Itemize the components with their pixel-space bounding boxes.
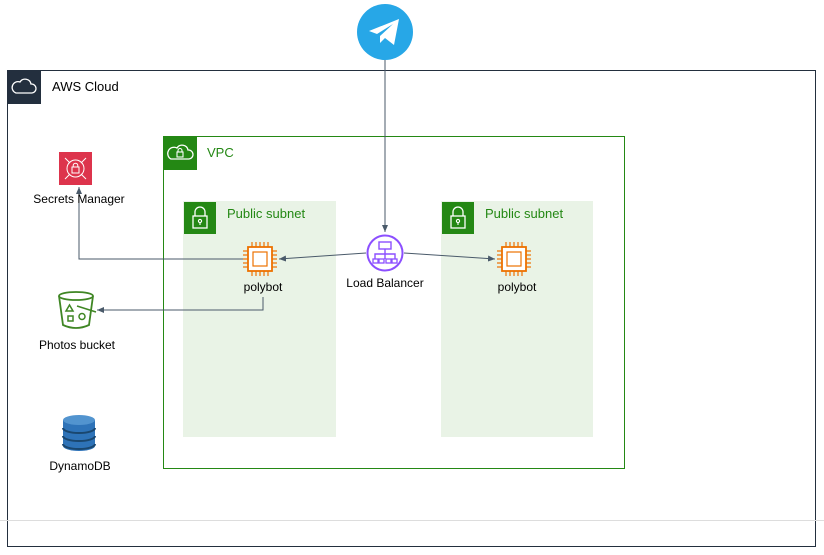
secrets-manager-label: Secrets Manager xyxy=(33,192,125,206)
public-subnet-right xyxy=(441,201,593,437)
edge-polybot-to-secrets xyxy=(76,187,243,260)
load-balancer-node xyxy=(366,234,404,272)
bucket-icon xyxy=(58,291,97,329)
subnet-title-right: Public subnet xyxy=(485,206,564,221)
cloud-lock-icon xyxy=(167,144,194,160)
telegram-node xyxy=(357,4,413,60)
edge-lb-to-polybot-left xyxy=(278,252,367,262)
polybot-left-node xyxy=(243,242,277,276)
secrets-manager-node xyxy=(59,152,92,185)
aws-cloud-badge xyxy=(7,70,41,104)
aws-cloud-group xyxy=(7,70,816,547)
vpc-badge xyxy=(163,136,197,170)
chip-icon xyxy=(243,242,277,276)
aws-cloud-title: AWS Cloud xyxy=(52,79,119,94)
polybot-right-node xyxy=(497,242,531,276)
edge-polybot-to-bucket xyxy=(97,297,264,313)
chip-icon xyxy=(497,242,531,276)
load-balancer-icon xyxy=(366,234,404,272)
vpc-group xyxy=(163,136,625,469)
photos-bucket-label: Photos bucket xyxy=(38,338,116,352)
polybot-left-label: polybot xyxy=(243,280,283,294)
vpc-title: VPC xyxy=(207,145,234,160)
divider xyxy=(0,520,824,521)
dynamodb-label: DynamoDB xyxy=(49,459,111,473)
public-subnet-left xyxy=(183,201,336,437)
lock-icon xyxy=(192,206,208,229)
lock-icon xyxy=(450,206,466,229)
telegram-icon xyxy=(357,4,413,60)
cloud-icon xyxy=(11,78,37,94)
secrets-manager-icon xyxy=(59,152,92,185)
database-icon xyxy=(62,415,96,451)
edge-lb-to-polybot-right xyxy=(403,252,496,262)
photos-bucket-node xyxy=(57,290,97,330)
subnet-badge-right xyxy=(442,202,474,234)
subnet-badge-left xyxy=(184,202,216,234)
polybot-right-label: polybot xyxy=(497,280,537,294)
dynamodb-node xyxy=(62,414,96,452)
load-balancer-label: Load Balancer xyxy=(346,276,424,290)
subnet-title-left: Public subnet xyxy=(227,206,306,221)
